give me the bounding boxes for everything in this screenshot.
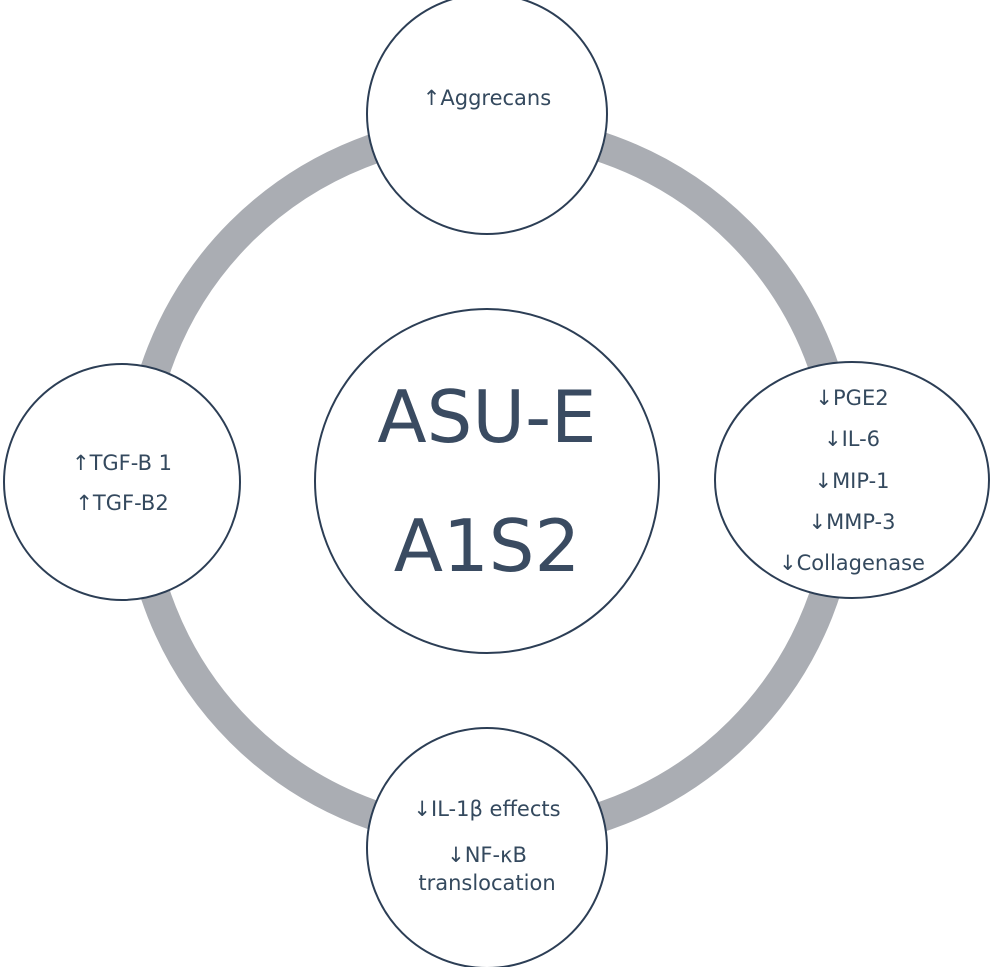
bottom-circle	[366, 727, 608, 967]
top-circle	[366, 0, 608, 235]
top-label-0: ↑Aggrecans	[423, 86, 551, 110]
center-circle	[314, 308, 660, 654]
center-label-line1: ASU-E	[377, 375, 596, 459]
right-label-3: ↓MMP-3	[809, 510, 896, 534]
left-label-1: ↑TGF-B2	[75, 491, 168, 515]
left-node: ↑TGF-B 1 ↑TGF-B2	[3, 363, 241, 601]
right-label-4: ↓Collagenase	[779, 551, 925, 575]
right-circle	[714, 361, 990, 599]
bottom-label-0: ↓IL-1β effects	[413, 797, 560, 821]
bottom-label-1: ↓NF-κB	[447, 843, 527, 867]
right-label-1: ↓IL-6	[824, 427, 880, 451]
left-label-0: ↑TGF-B 1	[72, 451, 172, 475]
left-circle	[3, 363, 241, 601]
center-node: ASU-E A1S2	[314, 308, 660, 654]
right-label-0: ↓PGE2	[815, 386, 888, 410]
top-node: ↑Aggrecans	[366, 0, 608, 235]
bottom-node: ↓IL-1β effects ↓NF-κB translocation	[366, 727, 608, 967]
center-label-line2: A1S2	[394, 504, 581, 588]
right-label-2: ↓MIP-1	[814, 469, 889, 493]
right-node: ↓PGE2 ↓IL-6 ↓MIP-1 ↓MMP-3 ↓Collagenase	[714, 361, 990, 599]
bottom-label-2: translocation	[418, 871, 555, 895]
